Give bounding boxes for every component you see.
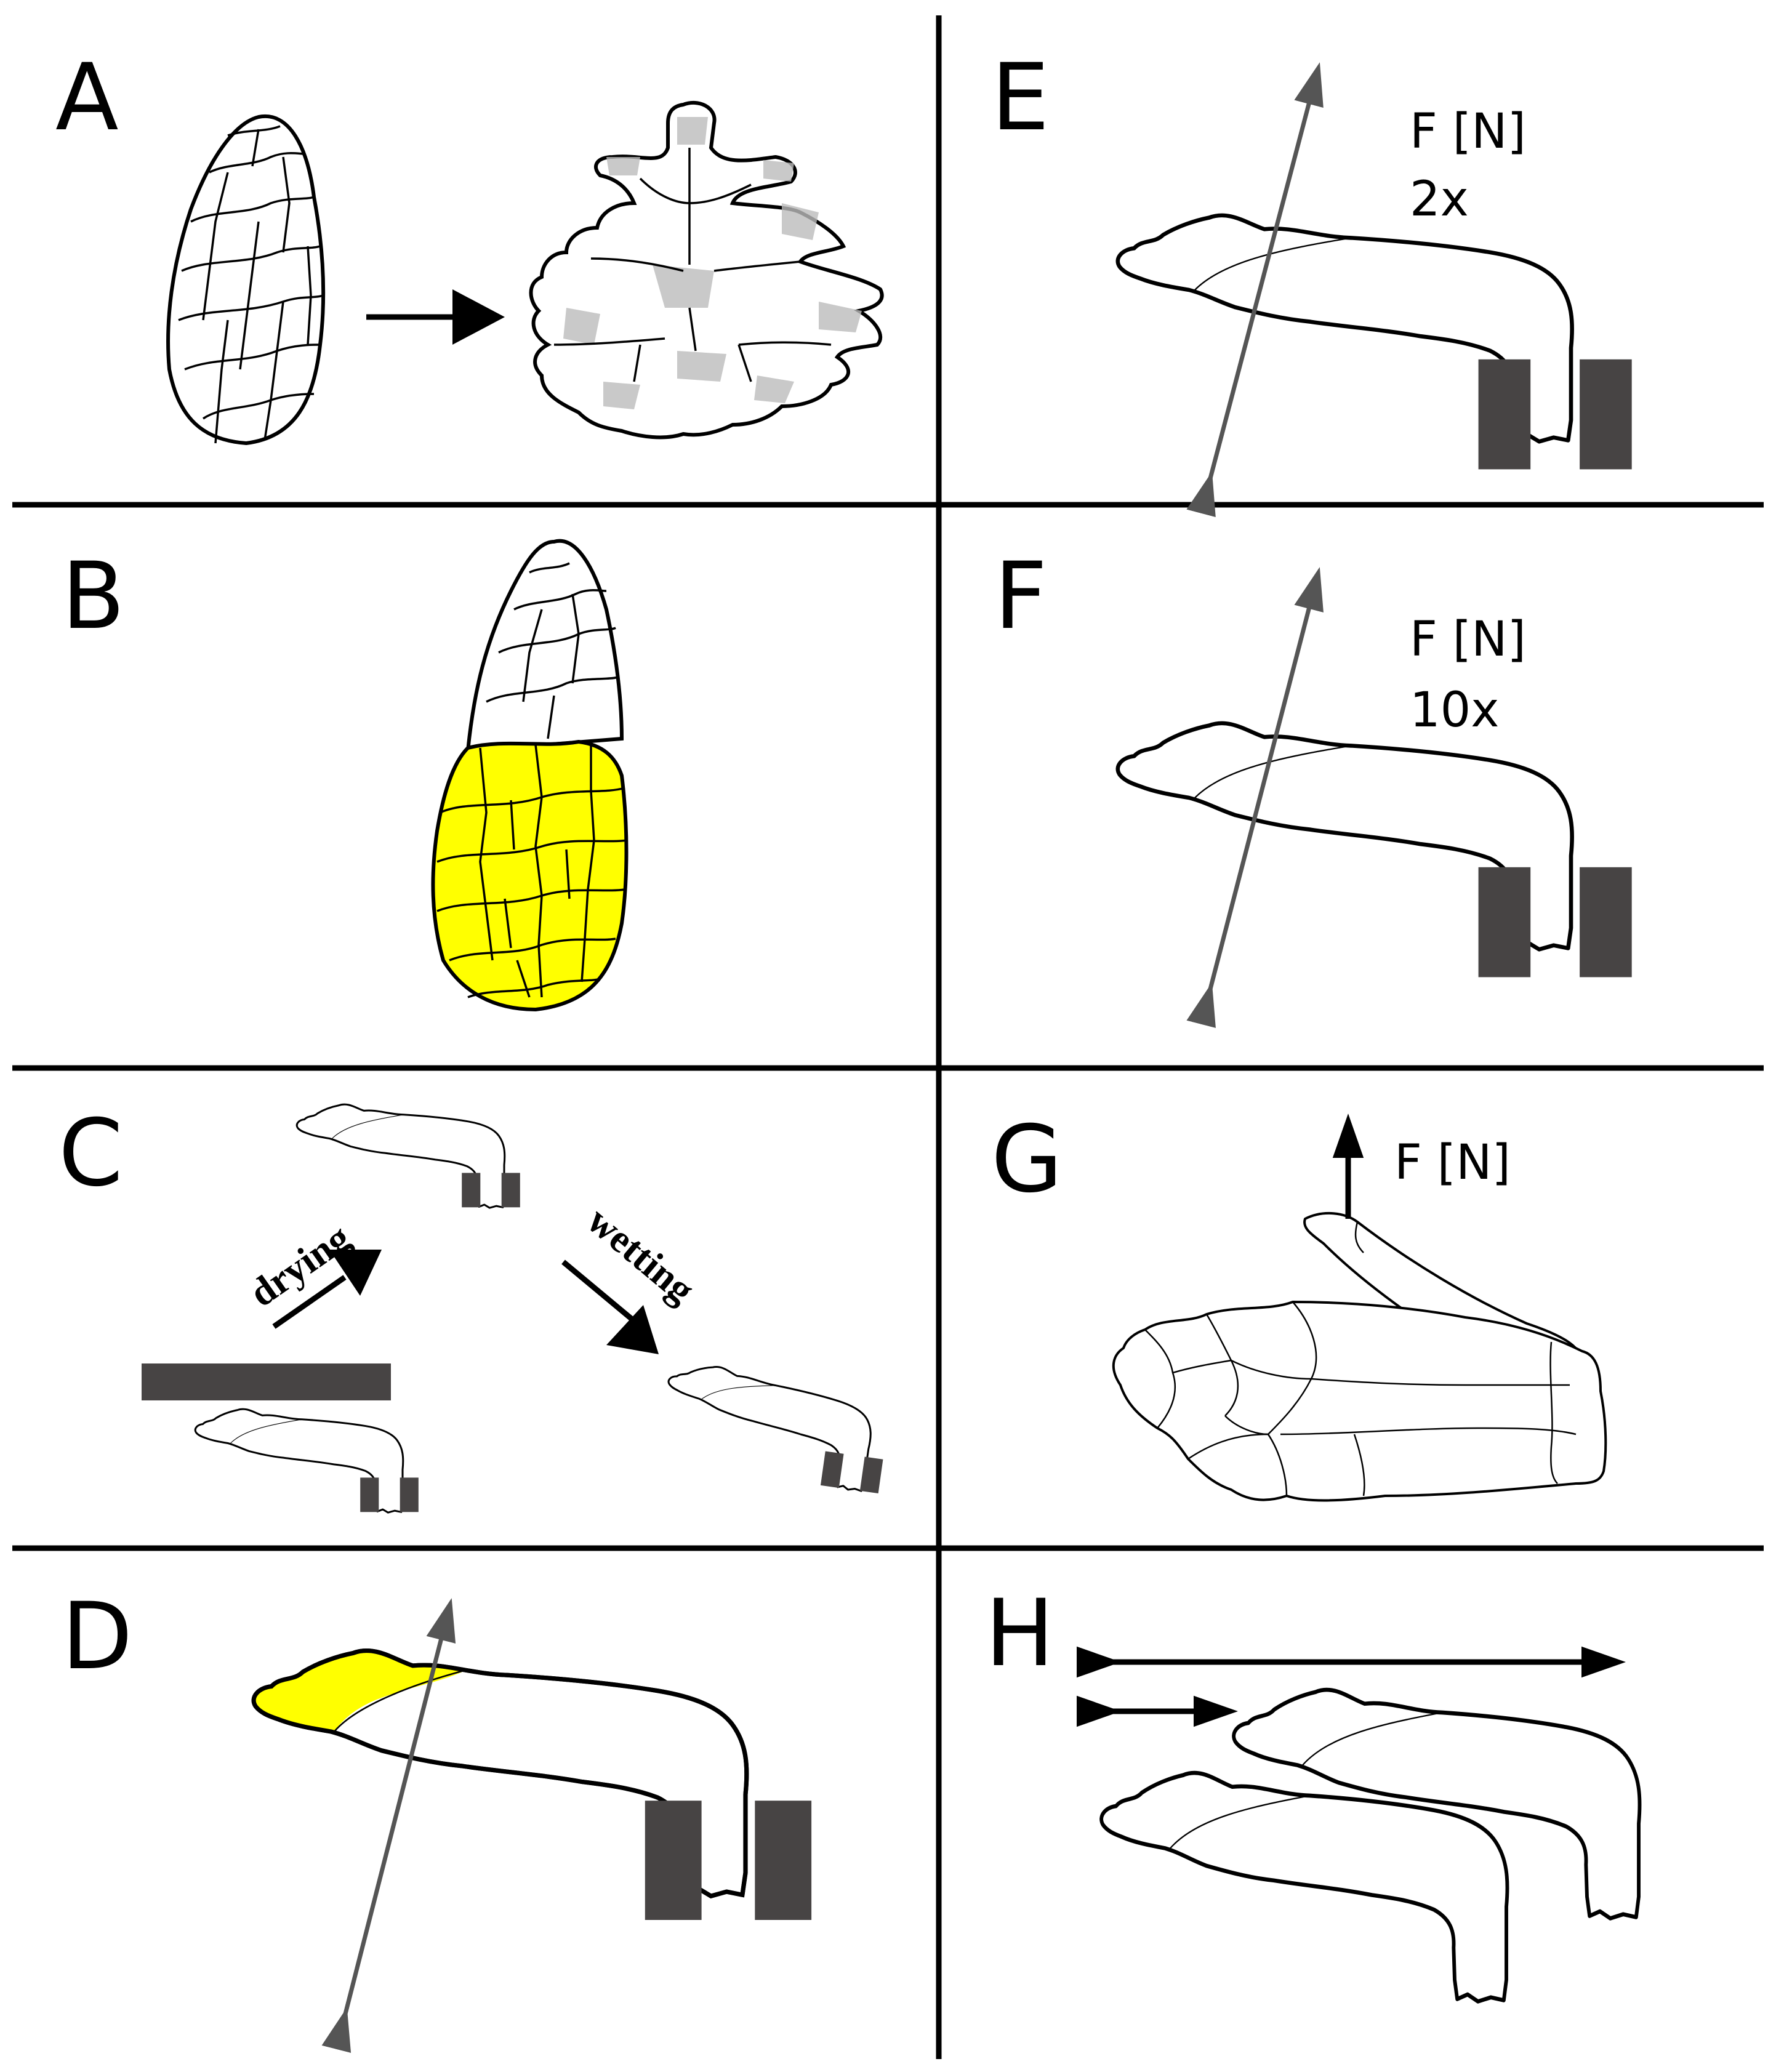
clamp-right — [755, 1801, 812, 1920]
panel-a — [166, 100, 884, 446]
panel-f: F [N] 10x — [1118, 567, 1632, 1029]
force-arrow-e — [1186, 62, 1324, 518]
open-cone-drawing — [529, 100, 884, 440]
panel-letter-e: E — [991, 44, 1050, 151]
scale-with-apex-highlight — [254, 1651, 812, 1920]
panel-letter-c: C — [58, 1100, 123, 1207]
panel-letter-f: F — [994, 543, 1047, 650]
scale-dried-open — [295, 1103, 520, 1209]
clamp-left — [645, 1801, 702, 1920]
clamp-left — [1478, 359, 1531, 470]
scale-wetted-closed — [656, 1359, 883, 1494]
force-arrow-f — [1186, 567, 1324, 1029]
force-axis-arrow — [321, 1598, 456, 2053]
closed-cone-drawing — [166, 114, 326, 446]
panel-letter-b: B — [62, 543, 125, 650]
scale-force-test-10x — [1118, 723, 1632, 978]
wetting-arrow: wetting — [561, 1198, 703, 1354]
panel-letter-d: D — [62, 1583, 133, 1690]
panel-d — [254, 1598, 812, 2053]
opening-arrow-head — [452, 289, 505, 345]
wetting-label: wetting — [579, 1198, 703, 1312]
force-multiplier-e: 2x — [1410, 172, 1469, 227]
clamp-right — [1580, 867, 1632, 978]
cone-segment-base — [1112, 1301, 1607, 1502]
panel-e: F [N] 2x — [1118, 62, 1632, 518]
force-label-g: F [N] — [1394, 1135, 1511, 1191]
force-label-f: F [N] — [1410, 612, 1526, 667]
panel-letter-g: G — [991, 1106, 1063, 1213]
drying-arrow: drying — [241, 1215, 382, 1329]
panel-letter-a: A — [55, 44, 119, 151]
panel-g: F [N] — [1112, 1114, 1607, 1502]
flattening-bar — [142, 1363, 391, 1400]
scale-clamped-flat — [194, 1408, 419, 1514]
force-multiplier-f: 10x — [1410, 683, 1499, 738]
force-label-e: F [N] — [1410, 104, 1526, 159]
clamp-right — [1580, 359, 1632, 470]
scale-outline-original — [1101, 1773, 1507, 2001]
cone-segment-with-scale — [1112, 1211, 1607, 1502]
clamp-left — [1478, 867, 1531, 978]
panel-h — [1077, 1646, 1640, 2001]
cone-with-highlight — [431, 539, 629, 1012]
panel-c: drying wetting — [142, 1103, 883, 1514]
panel-letter-h: H — [985, 1580, 1055, 1687]
panel-dividers — [12, 15, 1764, 2059]
scale-force-test-2x — [1118, 215, 1632, 470]
highlighted-cone-base — [431, 739, 629, 1012]
panel-b — [431, 539, 629, 1012]
